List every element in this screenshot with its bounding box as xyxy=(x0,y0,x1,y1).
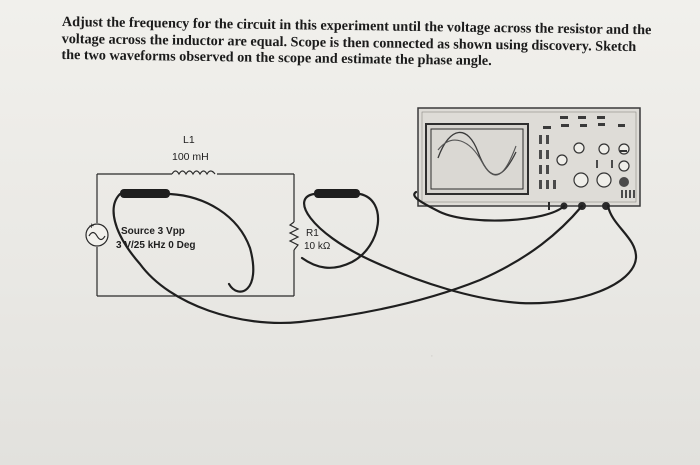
probe-icon xyxy=(120,189,360,198)
inductor-icon xyxy=(171,170,216,176)
source-plus-sign: + xyxy=(89,221,94,231)
resistor-name: R1 xyxy=(306,228,319,239)
resistor-value: 10 kΩ xyxy=(304,241,331,252)
inductor-name: L1 xyxy=(183,134,195,146)
ac-source-icon xyxy=(85,223,109,247)
source-line-2: 3 V/25 kHz 0 Deg xyxy=(116,240,195,251)
circuit-wires xyxy=(96,173,295,297)
probe-cables xyxy=(112,190,638,324)
oscilloscope-icon xyxy=(417,107,641,210)
inductor-value: 100 mH xyxy=(172,151,209,163)
bleed-through-mark: · xyxy=(430,350,434,362)
source-line-1: Source 3 Vpp xyxy=(121,226,185,237)
resistor-icon xyxy=(288,221,300,251)
